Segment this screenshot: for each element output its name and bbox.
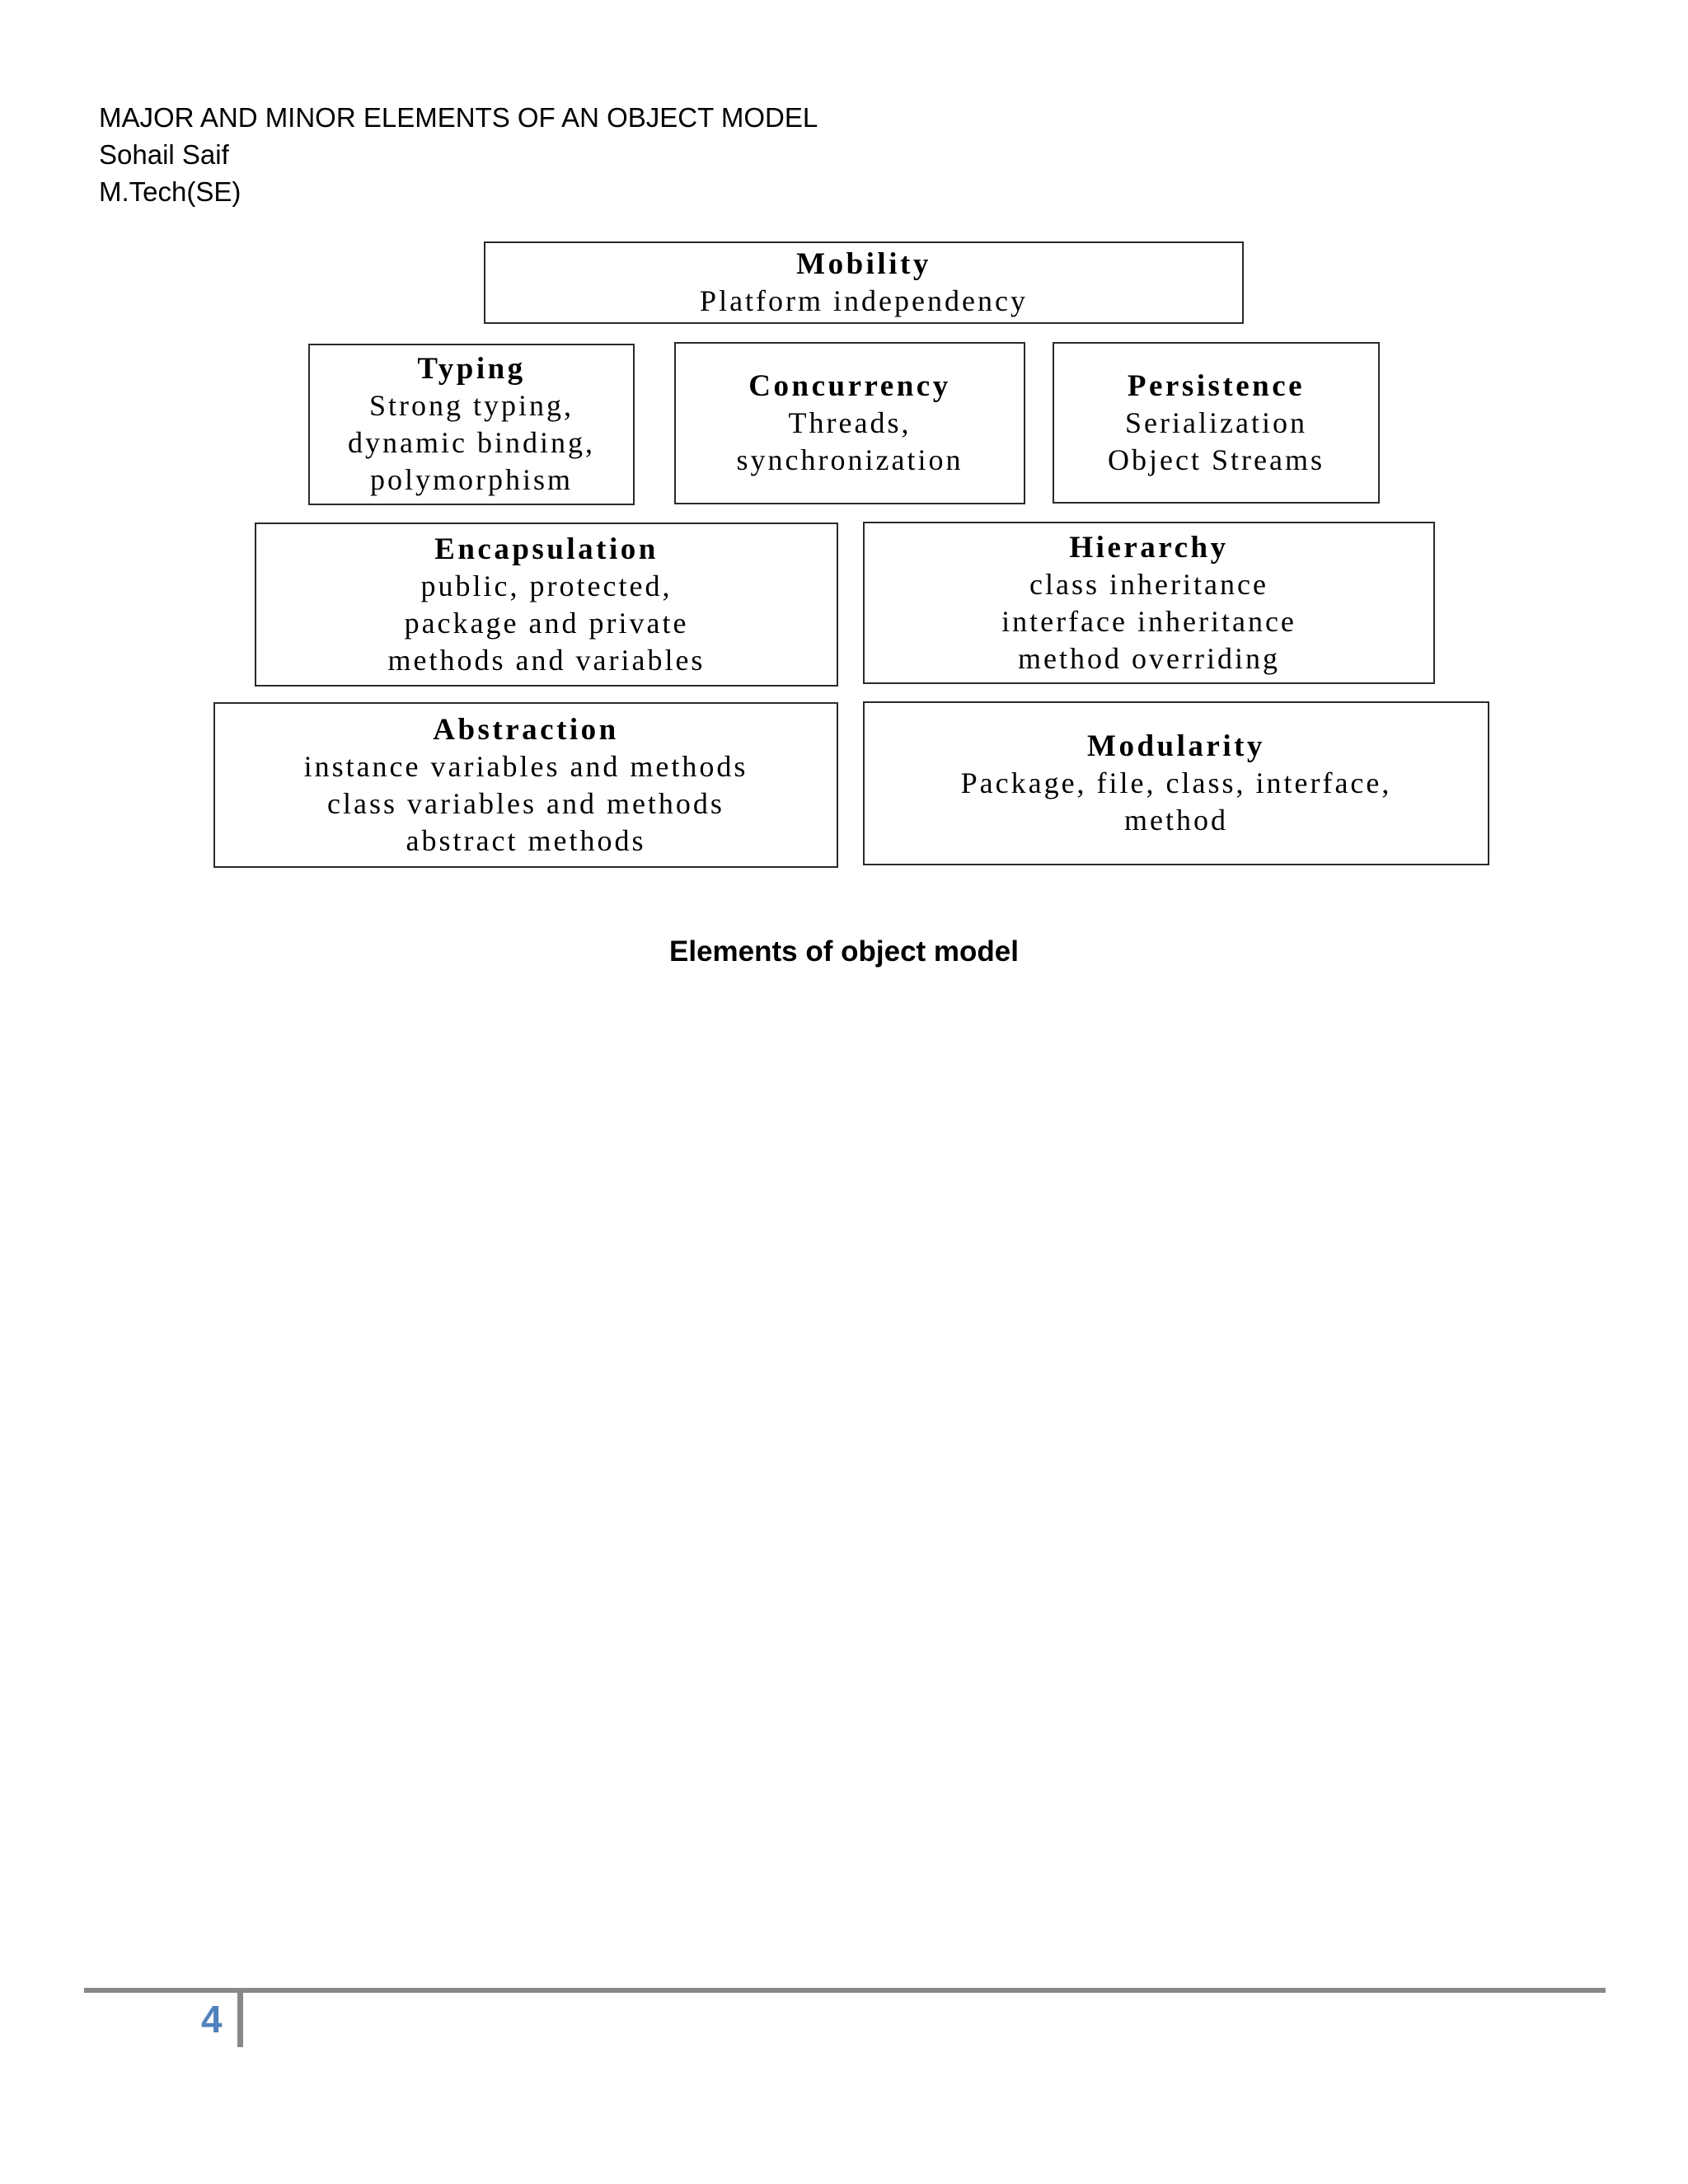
- persistence-line: Serialization: [1125, 405, 1307, 439]
- typing-line: polymorphism: [369, 463, 573, 496]
- hierarchy-line: method overriding: [1018, 641, 1280, 675]
- concurrency-title: Concurrency: [748, 369, 951, 403]
- modularity-line: method: [1124, 804, 1228, 837]
- mobility-line: Platform independency: [700, 284, 1028, 317]
- abstraction-title: Abstraction: [433, 712, 619, 747]
- encapsulation-title: Encapsulation: [434, 532, 659, 566]
- persistence-box: Persistence Serialization Object Streams: [1053, 342, 1380, 504]
- persistence-line: Object Streams: [1108, 443, 1325, 476]
- concurrency-line: Threads,: [788, 406, 912, 439]
- concurrency-box: Concurrency Threads, synchronization: [674, 342, 1025, 504]
- header-degree: M.Tech(SE): [99, 176, 241, 207]
- abstraction-box: Abstraction instance variables and metho…: [213, 702, 838, 868]
- typing-line: dynamic binding,: [348, 426, 595, 459]
- footer-divider: [237, 1993, 243, 2047]
- header-author: Sohail Saif: [99, 139, 229, 170]
- typing-line: Strong typing,: [368, 389, 574, 422]
- modularity-line: Package, file, class, interface,: [960, 766, 1392, 799]
- mobility-title: Mobility: [796, 247, 931, 281]
- hierarchy-line: interface inheritance: [1001, 604, 1296, 638]
- abstraction-line: instance variables and methods: [303, 749, 748, 783]
- persistence-title: Persistence: [1127, 368, 1306, 403]
- hierarchy-line: class inheritance: [1029, 567, 1268, 601]
- abstraction-line: class variables and methods: [327, 786, 724, 820]
- encapsulation-line: methods and variables: [387, 643, 706, 677]
- page-number: 4: [201, 1998, 223, 2041]
- document-header: MAJOR AND MINOR ELEMENTS OF AN OBJECT MO…: [99, 99, 818, 210]
- abstraction-line: abstract methods: [406, 823, 646, 857]
- modularity-title: Modularity: [1087, 729, 1265, 763]
- mobility-box: Mobility Platform independency: [484, 241, 1244, 324]
- concurrency-line: synchronization: [736, 443, 964, 476]
- footer-rule: [84, 1988, 1606, 1993]
- encapsulation-box: Encapsulation public, protected, package…: [255, 523, 838, 687]
- hierarchy-box: Hierarchy class inheritance interface in…: [863, 522, 1435, 684]
- typing-title: Typing: [417, 352, 526, 386]
- encapsulation-line: package and private: [404, 606, 689, 640]
- hierarchy-title: Hierarchy: [1069, 530, 1229, 565]
- encapsulation-line: public, protected,: [420, 569, 673, 602]
- header-title: MAJOR AND MINOR ELEMENTS OF AN OBJECT MO…: [99, 102, 818, 133]
- modularity-box: Modularity Package, file, class, interfa…: [863, 701, 1489, 865]
- figure-caption: Elements of object model: [669, 935, 1019, 968]
- typing-box: Typing Strong typing, dynamic binding, p…: [308, 344, 635, 505]
